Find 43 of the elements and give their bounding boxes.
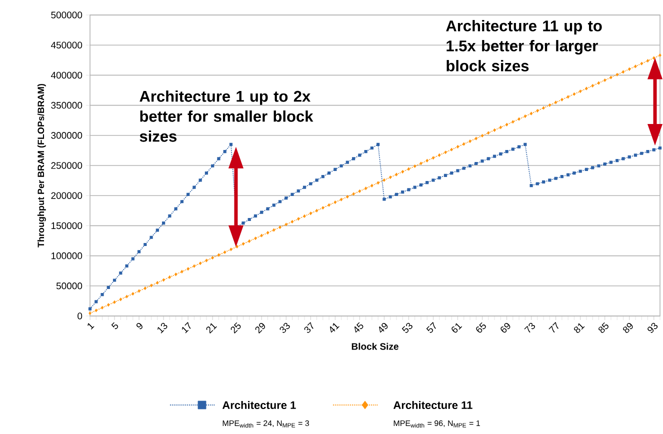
- y-tick-label: 350000: [51, 102, 82, 109]
- x-tick-label: 13: [158, 322, 168, 334]
- x-tick-label: 33: [280, 322, 290, 333]
- x-tick-label: 29: [255, 322, 266, 334]
- x-tick-label: 5: [111, 322, 118, 330]
- x-tick-label: 1: [88, 323, 94, 330]
- x-axis-title: Block Size: [352, 342, 398, 350]
- y-tick-label: 50000: [56, 282, 82, 290]
- x-tick-label: 49: [379, 322, 388, 333]
- x-tick-label: 73: [524, 322, 535, 333]
- y-tick-label: 200000: [51, 192, 82, 199]
- x-tick-label: 41: [330, 323, 340, 333]
- annotation-text: Architecture 11 up to 1.5x better for larger block sizes: [446, 20, 602, 72]
- y-tick-label: 400000: [50, 72, 82, 79]
- legend-label: Architecture 1: [222, 400, 296, 410]
- x-tick-label: 45: [354, 322, 364, 333]
- y-tick-label: 500000: [51, 12, 82, 18]
- y-tick-label: 150000: [51, 222, 82, 230]
- x-tick-label: 53: [402, 322, 412, 333]
- x-tick-label: 21: [206, 323, 217, 334]
- x-tick-label: 81: [574, 323, 585, 333]
- x-tick-label: 17: [182, 322, 191, 334]
- x-tick-label: 77: [548, 322, 559, 333]
- y-tick-label: 100000: [51, 252, 82, 260]
- x-tick-label: 9: [136, 322, 142, 330]
- legend-label: Architecture 11: [393, 400, 472, 410]
- legend-note: MPE$_{width}$ = 96, N$_{MPE}$ = 1: [394, 420, 480, 428]
- legend-note: MPE$_{width}$ = 24, N$_{MPE}$ = 3: [222, 420, 309, 428]
- x-tick-label: 85: [598, 322, 608, 333]
- y-tick-label: 0: [78, 312, 82, 320]
- x-tick-label: 89: [623, 322, 633, 333]
- x-tick-label: 25: [230, 322, 241, 334]
- annotation-text: Architecture 1 up to 2x better for smaller block sizes: [140, 90, 314, 142]
- y-tick-label: 300000: [51, 132, 82, 139]
- x-tick-label: 65: [476, 322, 486, 333]
- y-tick-label: 250000: [51, 162, 82, 169]
- x-tick-label: 61: [452, 323, 462, 333]
- x-tick-label: 69: [500, 322, 510, 333]
- x-tick-label: 57: [426, 322, 436, 333]
- y-axis-title: Throughput Per BRAM (FLOPs/BRAM): [37, 84, 46, 248]
- x-tick-label: 37: [304, 322, 314, 333]
- x-tick-label: 93: [648, 322, 658, 333]
- y-tick-label: 450000: [50, 42, 82, 48]
